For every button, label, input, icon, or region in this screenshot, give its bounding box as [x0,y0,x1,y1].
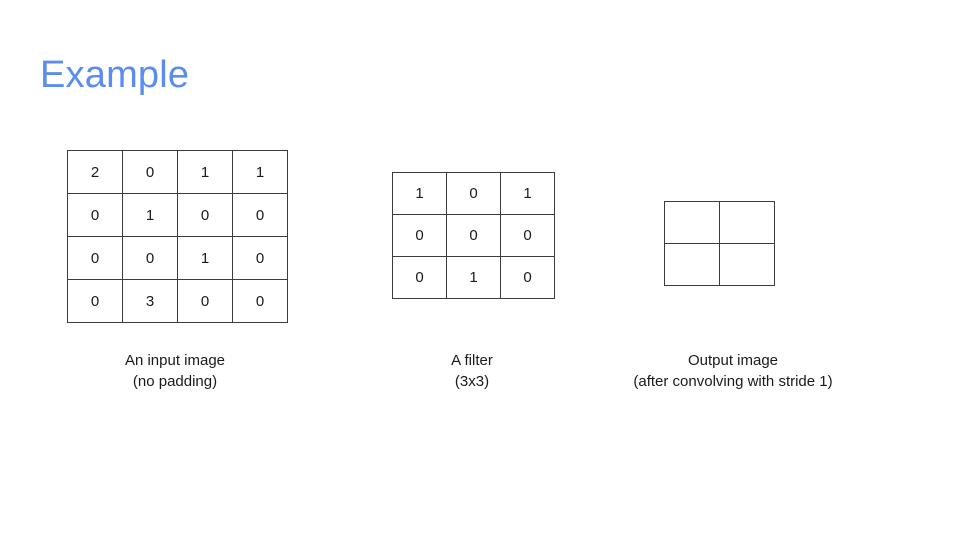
matrix-cell-r3c3: 0 [500,256,555,299]
matrix-cell-r2c4: 0 [232,193,288,237]
matrix-cell-r1c4: 1 [232,150,288,194]
matrix-cell-r1c3: 1 [177,150,233,194]
matrix-cell-r3c4: 0 [232,236,288,280]
matrix-cell-r1c3: 1 [500,172,555,215]
output-image-grid [664,201,775,286]
output-image-caption-line-1: Output image [687,352,779,369]
filter-caption-line-2: (3x3) [454,373,490,390]
matrix-row [664,201,775,244]
matrix-cell-r2c2: 0 [446,214,501,257]
matrix-cell-r2c1 [664,243,720,286]
matrix-cell-r4c2: 3 [122,279,178,323]
matrix-cell-r2c3: 0 [177,193,233,237]
output-image-caption-line-2: (after convolving with stride 1) [633,373,833,390]
matrix-cell-r3c2: 1 [446,256,501,299]
matrix-cell-r1c2: 0 [122,150,178,194]
matrix-cell-r3c3: 1 [177,236,233,280]
matrix-cell-r1c2 [719,201,775,244]
matrix-cell-r4c3: 0 [177,279,233,323]
input-image-caption: An input image (no padding) [55,350,295,392]
page-title: Example [40,54,190,96]
matrix-cell-r2c1: 0 [392,214,447,257]
output-image-figure [664,201,775,286]
matrix-cell-r4c4: 0 [232,279,288,323]
filter-caption-line-1: A filter [451,352,493,369]
matrix-cell-r3c2: 0 [122,236,178,280]
input-image-caption-line-2: (no padding) [132,373,218,390]
matrix-cell-r3c1: 0 [67,236,123,280]
matrix-cell-r1c1: 2 [67,150,123,194]
input-image-caption-line-1: An input image [124,352,226,369]
output-image-caption: Output image (after convolving with stri… [578,350,888,392]
matrix-cell-r2c1: 0 [67,193,123,237]
matrix-row [664,243,775,286]
matrix-cell-r1c1 [664,201,720,244]
matrix-cell-r1c2: 0 [446,172,501,215]
matrix-cell-r4c1: 0 [67,279,123,323]
matrix-cell-r2c2: 1 [122,193,178,237]
matrix-cell-r1c1: 1 [392,172,447,215]
matrix-cell-r2c3: 0 [500,214,555,257]
filter-caption: A filter (3x3) [382,350,562,392]
matrix-cell-r2c2 [719,243,775,286]
matrix-cell-r3c1: 0 [392,256,447,299]
